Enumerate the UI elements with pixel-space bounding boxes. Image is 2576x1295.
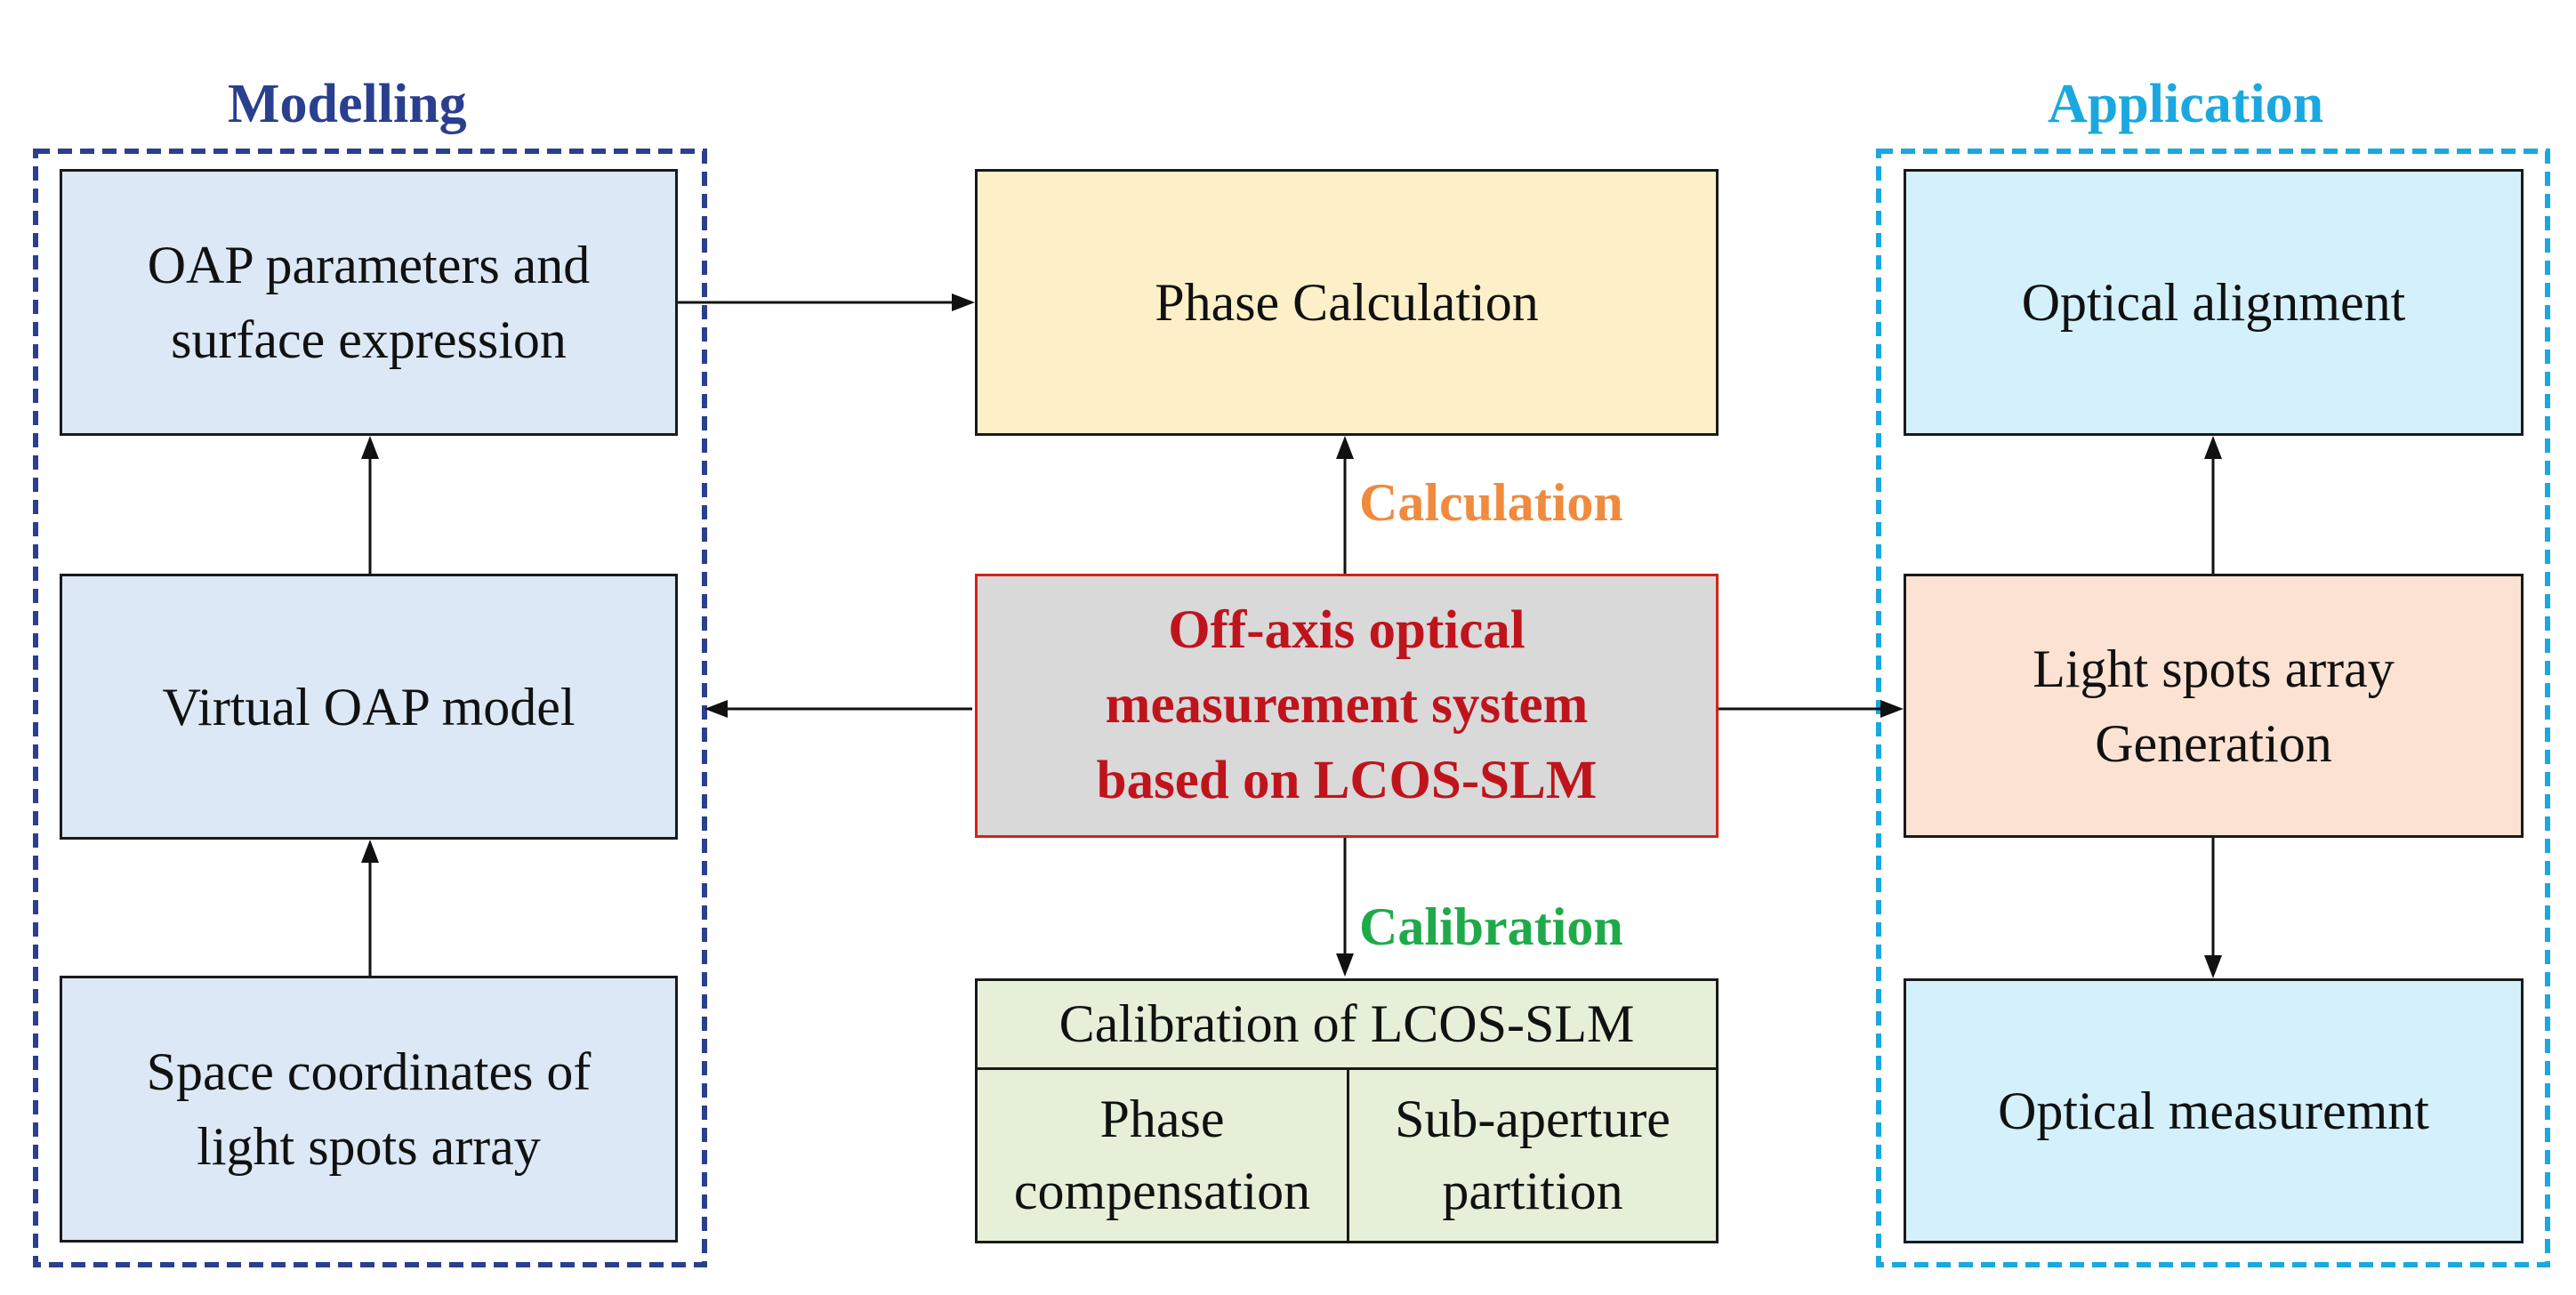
space-coordinates-line-1: Space coordinates of bbox=[146, 1042, 592, 1101]
oap-parameters-line-1: OAP parameters and bbox=[147, 236, 591, 294]
arrow-center-to-virtual-head bbox=[704, 700, 728, 718]
space-coordinates-line-2: light spots array bbox=[197, 1117, 541, 1176]
sub-aperture-line-2: partition bbox=[1442, 1162, 1623, 1220]
optical-alignment-box: Optical alignment bbox=[1904, 169, 2524, 436]
arrow-virtual-to-oap-head bbox=[361, 436, 379, 459]
space-coordinates-box: Space coordinates of light spots array bbox=[60, 976, 678, 1243]
calibration-table: Calibration of LCOS-SLM Phase compensati… bbox=[975, 978, 1719, 1243]
central-system-line-2: measurement system bbox=[1105, 675, 1589, 736]
phase-compensation-line-2: compensation bbox=[1013, 1162, 1311, 1220]
arrow-center-to-calibration-head bbox=[1336, 953, 1354, 977]
virtual-oap-model-label: Virtual OAP model bbox=[162, 677, 576, 736]
oap-parameters-line-2: surface expression bbox=[171, 310, 567, 369]
modelling-group-frame bbox=[33, 149, 707, 1267]
arrow-generation-to-alignment-head bbox=[2204, 436, 2222, 459]
phase-calculation-label: Phase Calculation bbox=[1155, 273, 1539, 332]
optical-measurement-box: Optical measuremnt bbox=[1904, 978, 2524, 1243]
central-system-box: Off-axis optical measurement system base… bbox=[975, 574, 1719, 838]
light-spots-generation-line-2: Generation bbox=[2095, 713, 2332, 773]
central-system-line-1: Off-axis optical bbox=[1168, 600, 1525, 661]
light-spots-generation-box: Light spots array Generation bbox=[1904, 574, 2524, 838]
arrow-space-to-virtual-head bbox=[361, 840, 379, 863]
phase-calculation-box: Phase Calculation bbox=[975, 169, 1719, 436]
arrow-generation-to-measurement-head bbox=[2204, 955, 2222, 978]
arrow-center-to-phase-head bbox=[1336, 436, 1354, 459]
arrow-center-to-generation-head bbox=[1880, 700, 1904, 718]
optical-measurement-label: Optical measuremnt bbox=[1998, 1082, 2429, 1140]
application-group-title: Application bbox=[2048, 74, 2324, 134]
oap-parameters-box: OAP parameters and surface expression bbox=[60, 169, 678, 436]
optical-alignment-label: Optical alignment bbox=[2021, 273, 2406, 332]
calculation-edge-label: Calculation bbox=[1359, 473, 1623, 532]
modelling-group-title: Modelling bbox=[228, 74, 467, 134]
arrow-oap-to-phase-head bbox=[952, 294, 975, 311]
light-spots-generation-line-1: Light spots array bbox=[2033, 639, 2395, 698]
sub-aperture-line-1: Sub-aperture bbox=[1395, 1090, 1670, 1148]
virtual-oap-model-box: Virtual OAP model bbox=[60, 574, 678, 840]
calibration-edge-label: Calibration bbox=[1359, 897, 1623, 956]
phase-compensation-cell: Phase compensation bbox=[978, 1070, 1349, 1241]
calibration-table-header: Calibration of LCOS-SLM bbox=[978, 981, 1716, 1070]
sub-aperture-cell: Sub-aperture partition bbox=[1349, 1070, 1716, 1241]
central-system-line-3: based on LCOS-SLM bbox=[1096, 750, 1598, 810]
phase-compensation-line-1: Phase bbox=[1099, 1090, 1225, 1148]
calibration-header-label: Calibration of LCOS-SLM bbox=[1059, 994, 1635, 1053]
